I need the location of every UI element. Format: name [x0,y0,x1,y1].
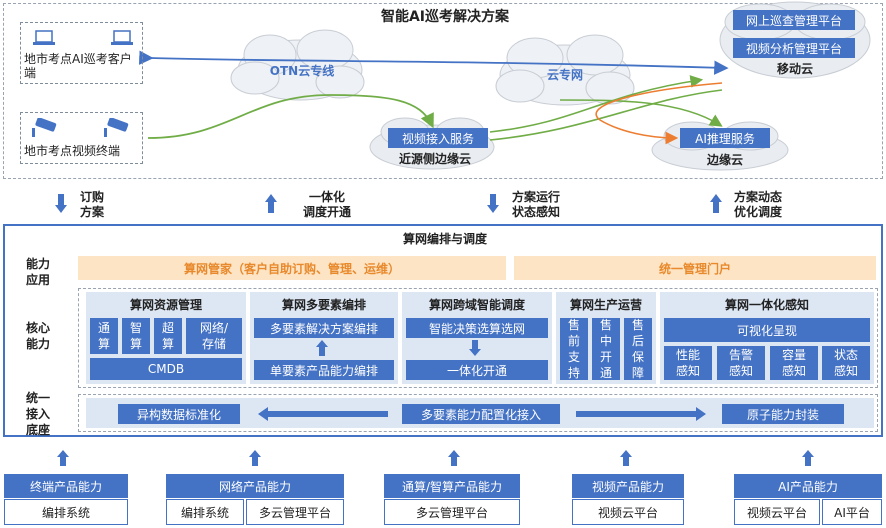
app-left-bar[interactable]: 算网管家（客户自助订购、管理、运维） [78,256,506,280]
mid-arrow-4 [710,194,722,214]
ops-item-presale[interactable]: 售 前 支 持 [560,318,588,380]
camera-icon [30,117,58,138]
near-edge-label: 近源侧边缘云 [398,152,471,166]
aware-visual-button[interactable]: 可视化呈现 [664,318,870,342]
core-frame [78,288,878,388]
product-network-item-1[interactable]: 编排系统 [166,499,244,525]
camera-label: 地市考点视频终端 [24,144,121,158]
aware-title: 算网一体化感知 [724,298,809,312]
multi-title: 算网多要素编排 [281,298,366,312]
left-arrow-icon [258,406,388,422]
green-link-2 [489,75,704,133]
product-video-title: 视频产品能力 [572,474,684,498]
laptop-icon [111,30,133,46]
cross-top-button[interactable]: 智能决策选算选网 [406,318,548,338]
orange-link [595,82,723,145]
up-arrow-icon [316,340,328,356]
resource-item-general[interactable]: 通 算 [90,318,118,354]
mid-arrow-2 [265,194,277,214]
resource-title: 算网资源管理 [129,298,202,312]
resource-item-network[interactable]: 网络/ 存储 [186,318,242,354]
aware-item-performance[interactable]: 性能 感知 [664,346,712,380]
product-ai-title: AI产品能力 [734,474,882,498]
top-title: 智能AI巡考解决方案 [380,9,510,25]
product-ai-item-2[interactable]: AI平台 [822,499,882,525]
laptop-icon [33,30,55,46]
mid-arrow-1 [55,194,67,214]
green-link-4 [559,99,723,127]
resource-item-super[interactable]: 超 算 [154,318,182,354]
product-compute-title: 通算/智算产品能力 [384,474,520,498]
mobile-app-2[interactable]: 视频分析管理平台 [733,38,855,58]
ops-item-insale[interactable]: 售 中 开 通 [592,318,620,380]
bottom-arrow [802,450,814,466]
product-network-item-2[interactable]: 多云管理平台 [246,499,344,525]
camera-icon [102,117,130,138]
mobile-cloud-label: 移动云 [776,62,813,76]
base-left-button[interactable]: 异构数据标准化 [118,404,240,424]
mid-label-3: 方案运行 状态感知 [512,190,561,219]
aware-item-status[interactable]: 状态 感知 [822,346,870,380]
mid-label-1: 订购 方案 [80,190,105,219]
edge-label: 边缘云 [706,153,743,167]
app-right-bar[interactable]: 统一管理门户 [514,256,876,280]
client-frame [20,22,143,84]
top-scenario-frame [3,3,883,179]
bottom-arrow [249,450,261,466]
video-access-service[interactable]: 视频接入服务 [388,128,488,148]
camera-frame [20,112,143,164]
down-arrow-icon [469,340,481,356]
aware-item-capacity[interactable]: 容量 感知 [770,346,818,380]
product-network-title: 网络产品能力 [166,474,344,498]
row-label-base: 统一 接入 底座 [26,391,51,437]
multi-top-button[interactable]: 多要素解决方案编排 [254,318,394,338]
product-terminal-title: 终端产品能力 [4,474,128,498]
base-mid-button[interactable]: 多要素能力配置化接入 [402,404,560,424]
orchestration-frame [3,224,883,437]
bottom-arrow [620,450,632,466]
aware-item-alarm[interactable]: 告警 感知 [717,346,765,380]
mid-label-4: 方案动态 优化调度 [734,190,783,219]
otn-label: OTN云专线 [269,64,335,78]
cmdb-button[interactable]: CMDB [90,358,242,380]
client-label: 地市考点AI巡考客户端 [24,52,132,80]
blue-link [139,50,729,75]
mid-label-2: 一体化 调度开通 [302,190,351,219]
base-frame [78,394,878,432]
green-link-1 [147,94,434,139]
mobile-app-1[interactable]: 网上巡查管理平台 [733,10,855,30]
ops-title: 算网生产运营 [569,298,642,312]
product-compute-item[interactable]: 多云管理平台 [384,499,520,525]
product-terminal-item[interactable]: 编排系统 [4,499,128,525]
network-diagram [139,1,871,171]
resource-item-ai[interactable]: 智 算 [122,318,150,354]
bottom-arrow [448,450,460,466]
cross-bottom-button[interactable]: 一体化开通 [406,360,548,380]
row-label-core: 核心 能力 [26,321,51,351]
ops-item-aftersale[interactable]: 售 后 保 障 [624,318,652,380]
product-ai-item-1[interactable]: 视频云平台 [734,499,820,525]
orchestration-title: 算网编排与调度 [402,232,487,246]
cloudnet-label: 云专网 [546,68,583,82]
multi-bottom-button[interactable]: 单要素产品能力编排 [254,360,394,380]
row-label-app: 能力 应用 [26,257,51,287]
ai-infer-service[interactable]: AI推理服务 [680,128,770,148]
bottom-arrow [57,450,69,466]
cross-title: 算网跨域智能调度 [428,298,525,312]
right-arrow-icon [576,406,706,422]
base-right-button[interactable]: 原子能力封装 [722,404,844,424]
product-video-item[interactable]: 视频云平台 [572,499,684,525]
green-link-3 [489,89,723,141]
mid-arrow-3 [487,194,499,214]
